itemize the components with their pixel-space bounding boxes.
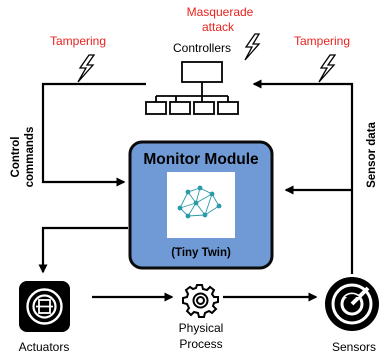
tampering-left-label: Tampering	[50, 34, 106, 48]
connector-lines	[38, 79, 354, 302]
masquerade-attack-label-line1: Masquerade	[187, 5, 254, 19]
physical-process-label-line2: Process	[179, 337, 222, 351]
lightning-icon	[244, 33, 261, 61]
actuators-label: Actuators	[19, 340, 70, 354]
gear-icon	[182, 284, 219, 318]
hierarchy-network-icon	[145, 61, 239, 115]
physical-process-label-line1: Physical	[179, 321, 224, 335]
actuator-icon	[19, 281, 70, 332]
controllers-label: Controllers	[173, 41, 231, 55]
sensor-gauge-icon	[325, 277, 379, 331]
tampering-right-label: Tampering	[294, 34, 350, 48]
masquerade-attack-label-line2: attack	[202, 20, 235, 34]
sensors-label: Sensors	[332, 340, 376, 354]
lightning-icon	[77, 54, 96, 83]
control-commands-label-line1: Control	[10, 137, 22, 178]
tiny-twin-panel	[167, 172, 235, 238]
monitor-module-title: Monitor Module	[143, 151, 259, 168]
neural-network-icon	[177, 185, 222, 219]
control-commands-label-line2: commands	[24, 127, 36, 188]
sensor-data-label: Sensor data	[366, 121, 378, 187]
tiny-twin-label: (Tiny Twin)	[171, 247, 231, 259]
lightning-icon	[318, 54, 337, 83]
